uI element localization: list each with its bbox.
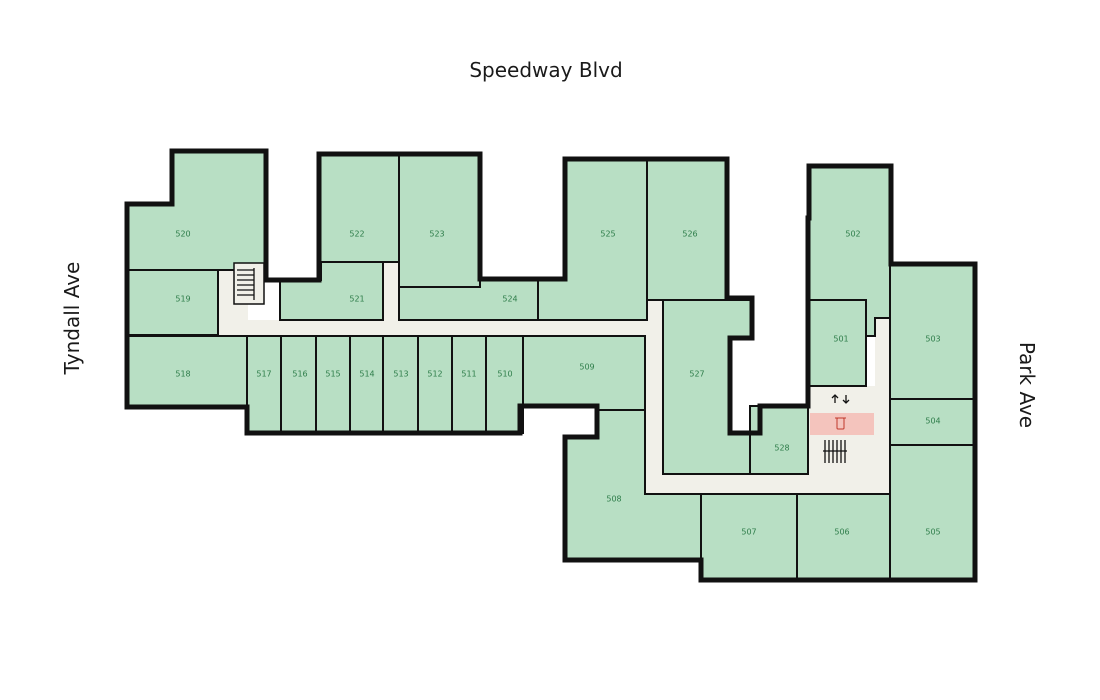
room-511[interactable]: 511 [451, 335, 487, 434]
room-label: 516 [292, 370, 307, 379]
building-outline [124, 148, 978, 583]
restroom-icon [835, 417, 846, 430]
street-label-speedway-blvd: Speedway Blvd [469, 58, 623, 82]
room-506[interactable]: 506 [796, 493, 891, 581]
room-label: 511 [461, 370, 476, 379]
room-label: 505 [925, 528, 940, 537]
room-526[interactable]: 526 [646, 158, 728, 301]
room-525[interactable]: 525 [537, 158, 648, 321]
room-505[interactable]: 505 [889, 444, 976, 581]
room-label: 501 [833, 335, 848, 344]
room-513[interactable]: 513 [382, 335, 419, 434]
room-label: 508 [606, 495, 621, 504]
room-label: 524 [502, 295, 517, 304]
room-label: 513 [393, 370, 408, 379]
room-516[interactable]: 516 [280, 335, 317, 434]
room-501[interactable]: 501 [808, 299, 867, 387]
room-520[interactable]: 520 [126, 150, 267, 271]
room-522[interactable]: 522 [318, 153, 400, 263]
room-label: 509 [579, 363, 594, 372]
room-label: 519 [175, 295, 190, 304]
room-label: 506 [834, 528, 849, 537]
room-504[interactable]: 504 [889, 398, 976, 446]
room-label: 512 [427, 370, 442, 379]
room-label: 520 [175, 230, 190, 239]
room-523[interactable]: 523 [398, 153, 481, 288]
room-521[interactable]: 521 [279, 261, 384, 321]
room-515[interactable]: 515 [315, 335, 351, 434]
room-label: 503 [925, 335, 940, 344]
room-509[interactable]: 509 [522, 335, 646, 411]
room-label: 526 [682, 230, 697, 239]
room-label: 525 [600, 230, 615, 239]
restroom-area[interactable] [810, 413, 874, 435]
room-label: 504 [925, 417, 940, 426]
room-510[interactable]: 510 [485, 335, 524, 434]
room-label: 518 [175, 370, 190, 379]
room-label: 502 [845, 230, 860, 239]
room-518[interactable]: 518 [126, 335, 248, 408]
room-label: 528 [774, 444, 789, 453]
room-507[interactable]: 507 [700, 493, 798, 581]
room-label: 515 [325, 370, 340, 379]
room-503[interactable]: 503 [889, 263, 976, 400]
room-514[interactable]: 514 [349, 335, 384, 434]
room-label: 507 [741, 528, 756, 537]
room-label: 522 [349, 230, 364, 239]
stairs-icon [823, 437, 847, 465]
stairs-icon [233, 262, 265, 305]
room-label: 523 [429, 230, 444, 239]
room-512[interactable]: 512 [417, 335, 453, 434]
room-517[interactable]: 517 [246, 335, 282, 434]
room-519[interactable]: 519 [126, 269, 219, 336]
room-label: 514 [359, 370, 374, 379]
room-label: 517 [256, 370, 271, 379]
room-label: 510 [497, 370, 512, 379]
elevator-arrows-icon [831, 394, 850, 404]
room-label: 527 [689, 370, 704, 379]
room-label: 521 [349, 295, 364, 304]
room-527[interactable]: 527 [662, 299, 753, 475]
